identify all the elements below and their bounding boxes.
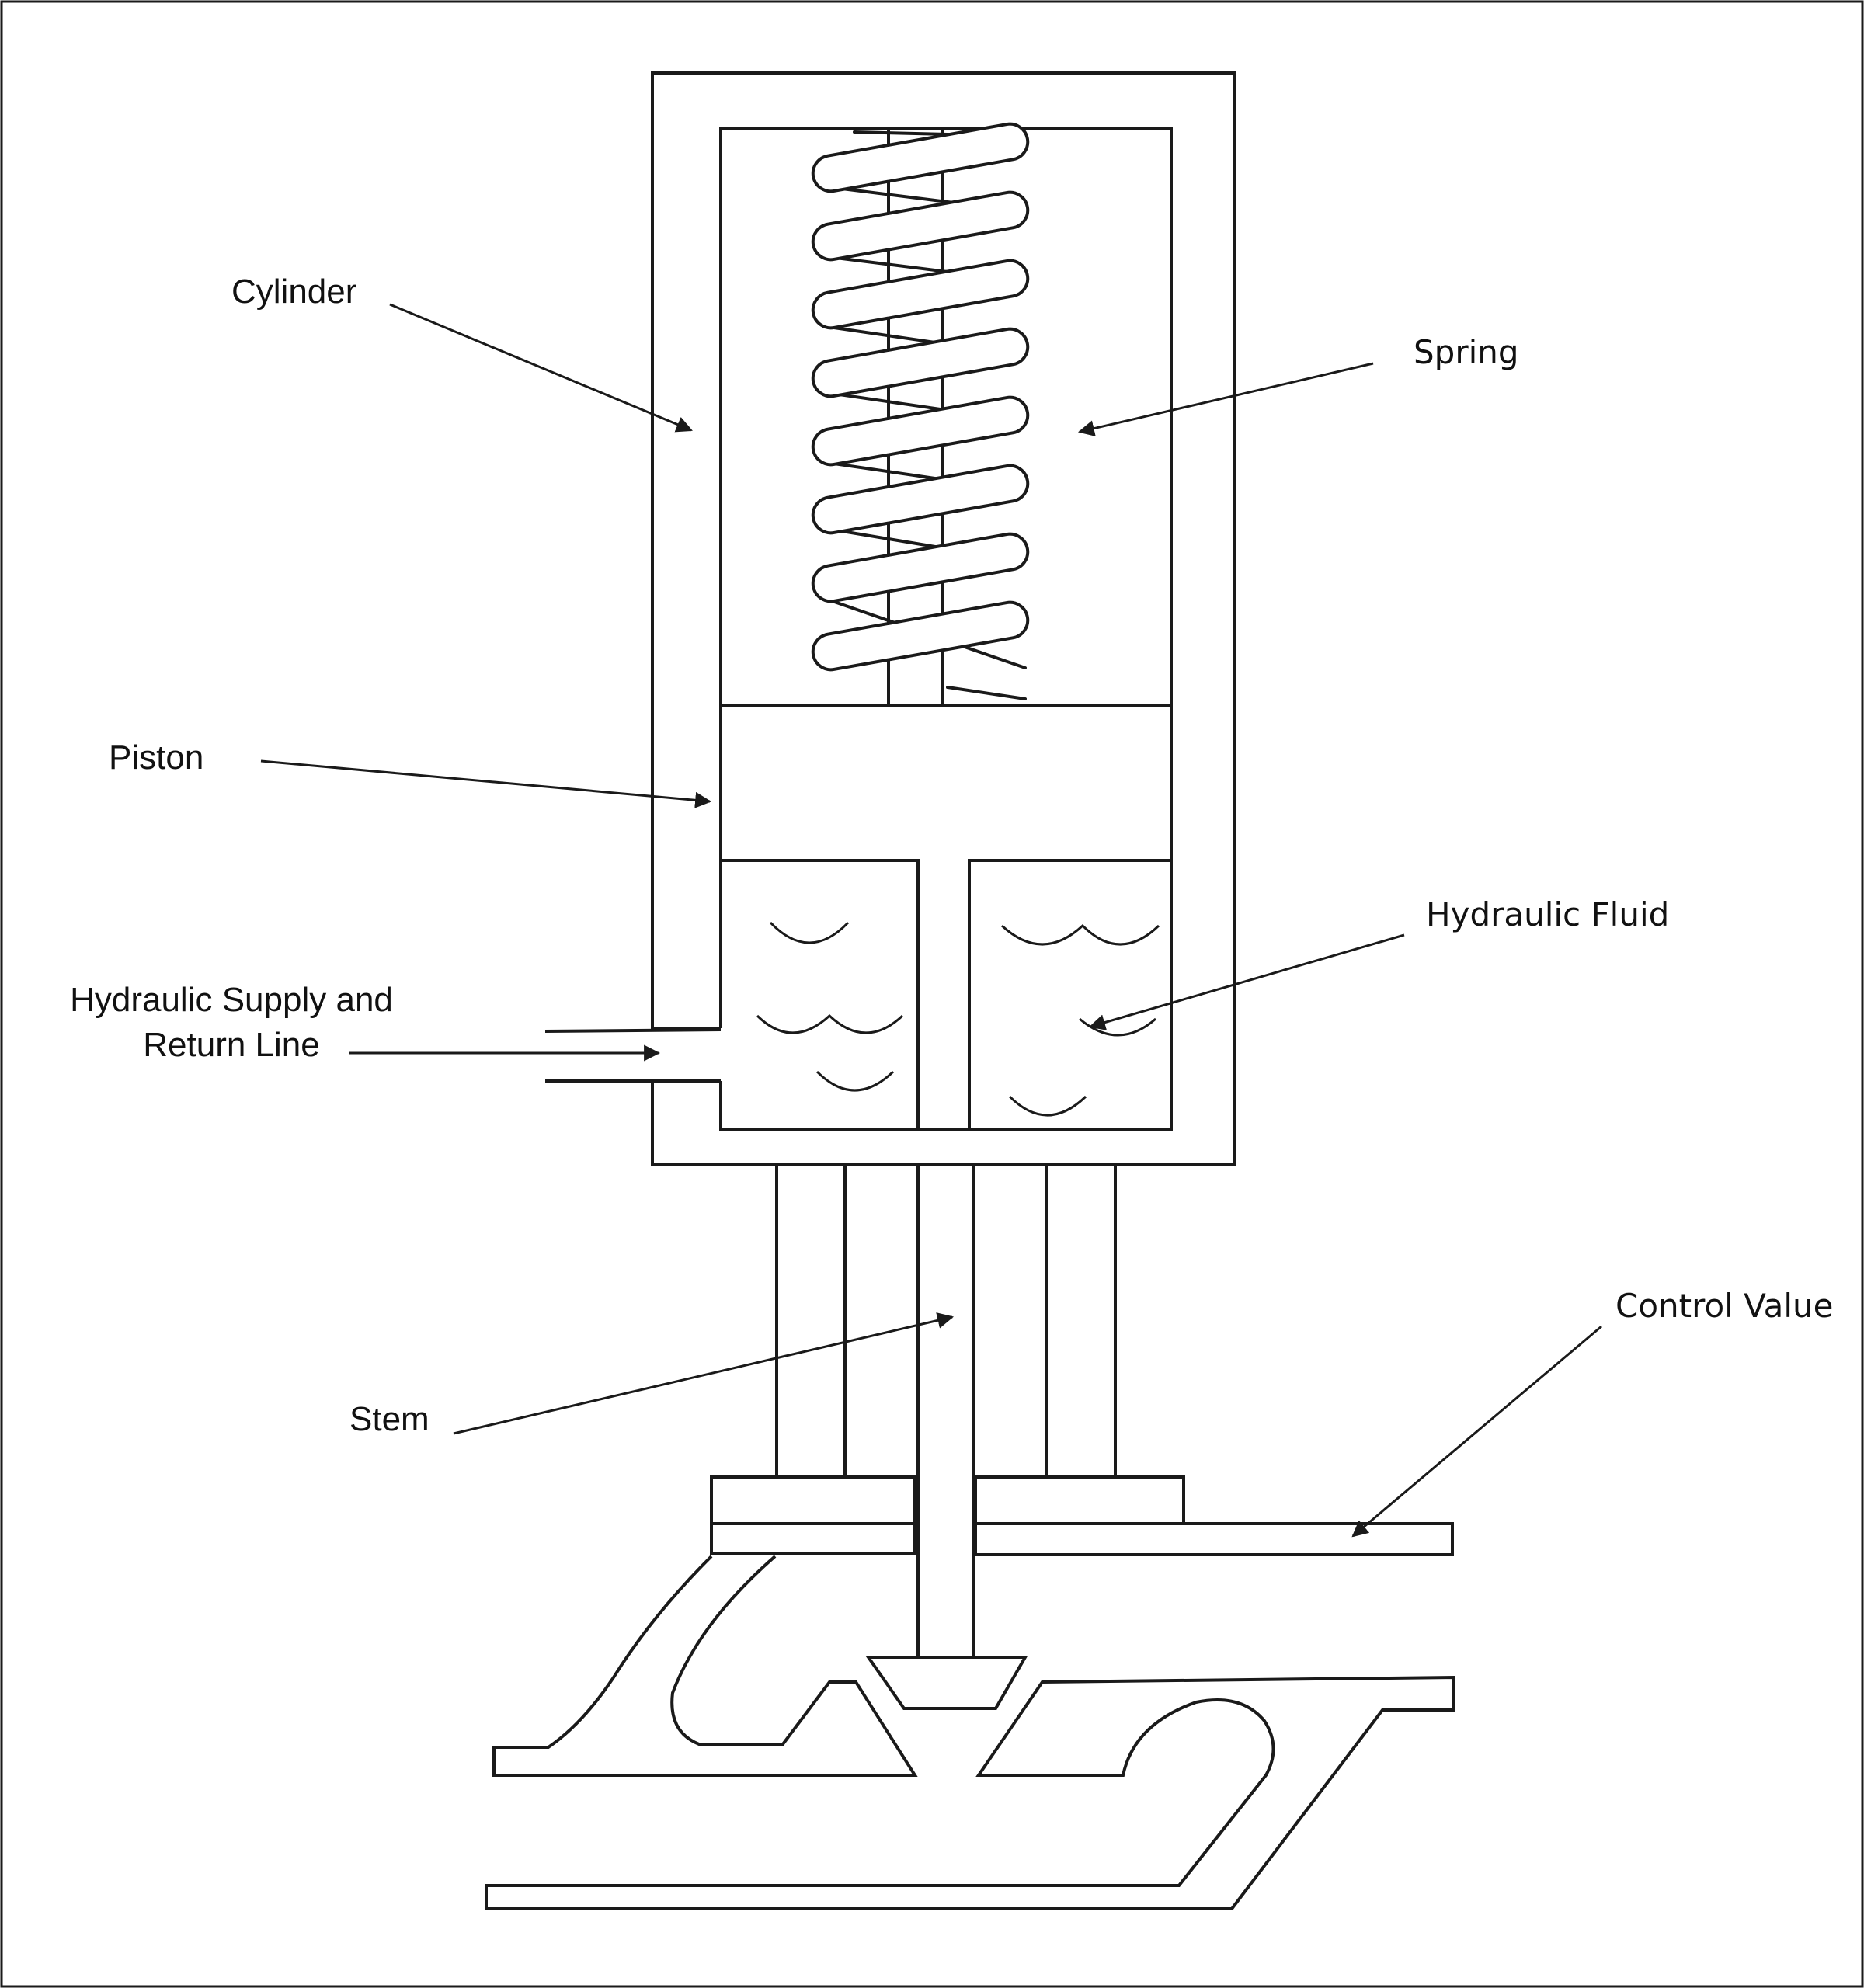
bonnet-flange (710, 1475, 1454, 1556)
label-spring-group: Spring (1077, 333, 1519, 436)
label-spring: Spring (1414, 333, 1519, 371)
label-cylinder: Cylinder (231, 273, 356, 311)
label-piston: Piston (109, 739, 203, 777)
piston (721, 859, 1171, 1131)
label-hydraulic-fluid-group: Hydraulic Fluid (1088, 895, 1669, 1030)
label-supply-line-group: Hydraulic Supply and Return Line (70, 981, 661, 1064)
label-control-value: Control Value (1615, 1287, 1834, 1325)
label-control-value-group: Control Value (1351, 1287, 1834, 1538)
label-stem: Stem (350, 1400, 429, 1438)
valve-body (485, 1555, 1455, 1910)
label-supply-line-1: Hydraulic Supply and (70, 981, 393, 1019)
label-cylinder-group: Cylinder (231, 273, 693, 433)
supply-line (544, 1028, 722, 1083)
valve-plug (865, 1656, 1028, 1710)
yoke-columns (775, 1165, 1117, 1477)
label-supply-line-2: Return Line (143, 1026, 319, 1064)
fluid-waves (756, 921, 1160, 1117)
cylinder-housing (651, 71, 1236, 1166)
label-stem-group: Stem (350, 1312, 955, 1438)
stem (916, 1165, 975, 1657)
label-piston-group: Piston (109, 739, 712, 808)
spring-coil (811, 122, 1030, 700)
label-hydraulic-fluid: Hydraulic Fluid (1426, 895, 1669, 933)
